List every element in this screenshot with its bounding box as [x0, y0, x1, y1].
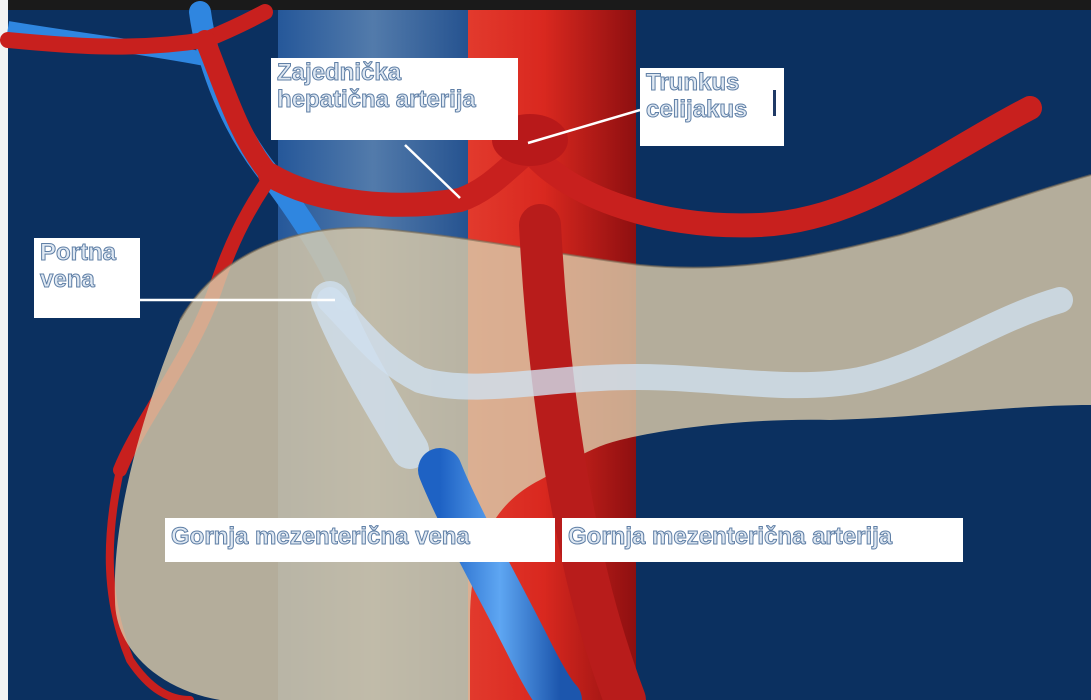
label-portal-vein: Portna vena	[34, 238, 140, 318]
label-superior-mesenteric-artery: Gornja mezenterična arterija	[562, 518, 963, 562]
label-celiac-trunk: Trunkus celijakus	[640, 68, 784, 146]
label-superior-mesenteric-vein: Gornja mezenterična vena	[165, 518, 555, 562]
top-border	[0, 0, 1091, 10]
left-border	[0, 0, 8, 700]
text-cursor	[773, 90, 776, 116]
label-common-hepatic-artery: Zajednička hepatična arterija	[271, 58, 518, 140]
